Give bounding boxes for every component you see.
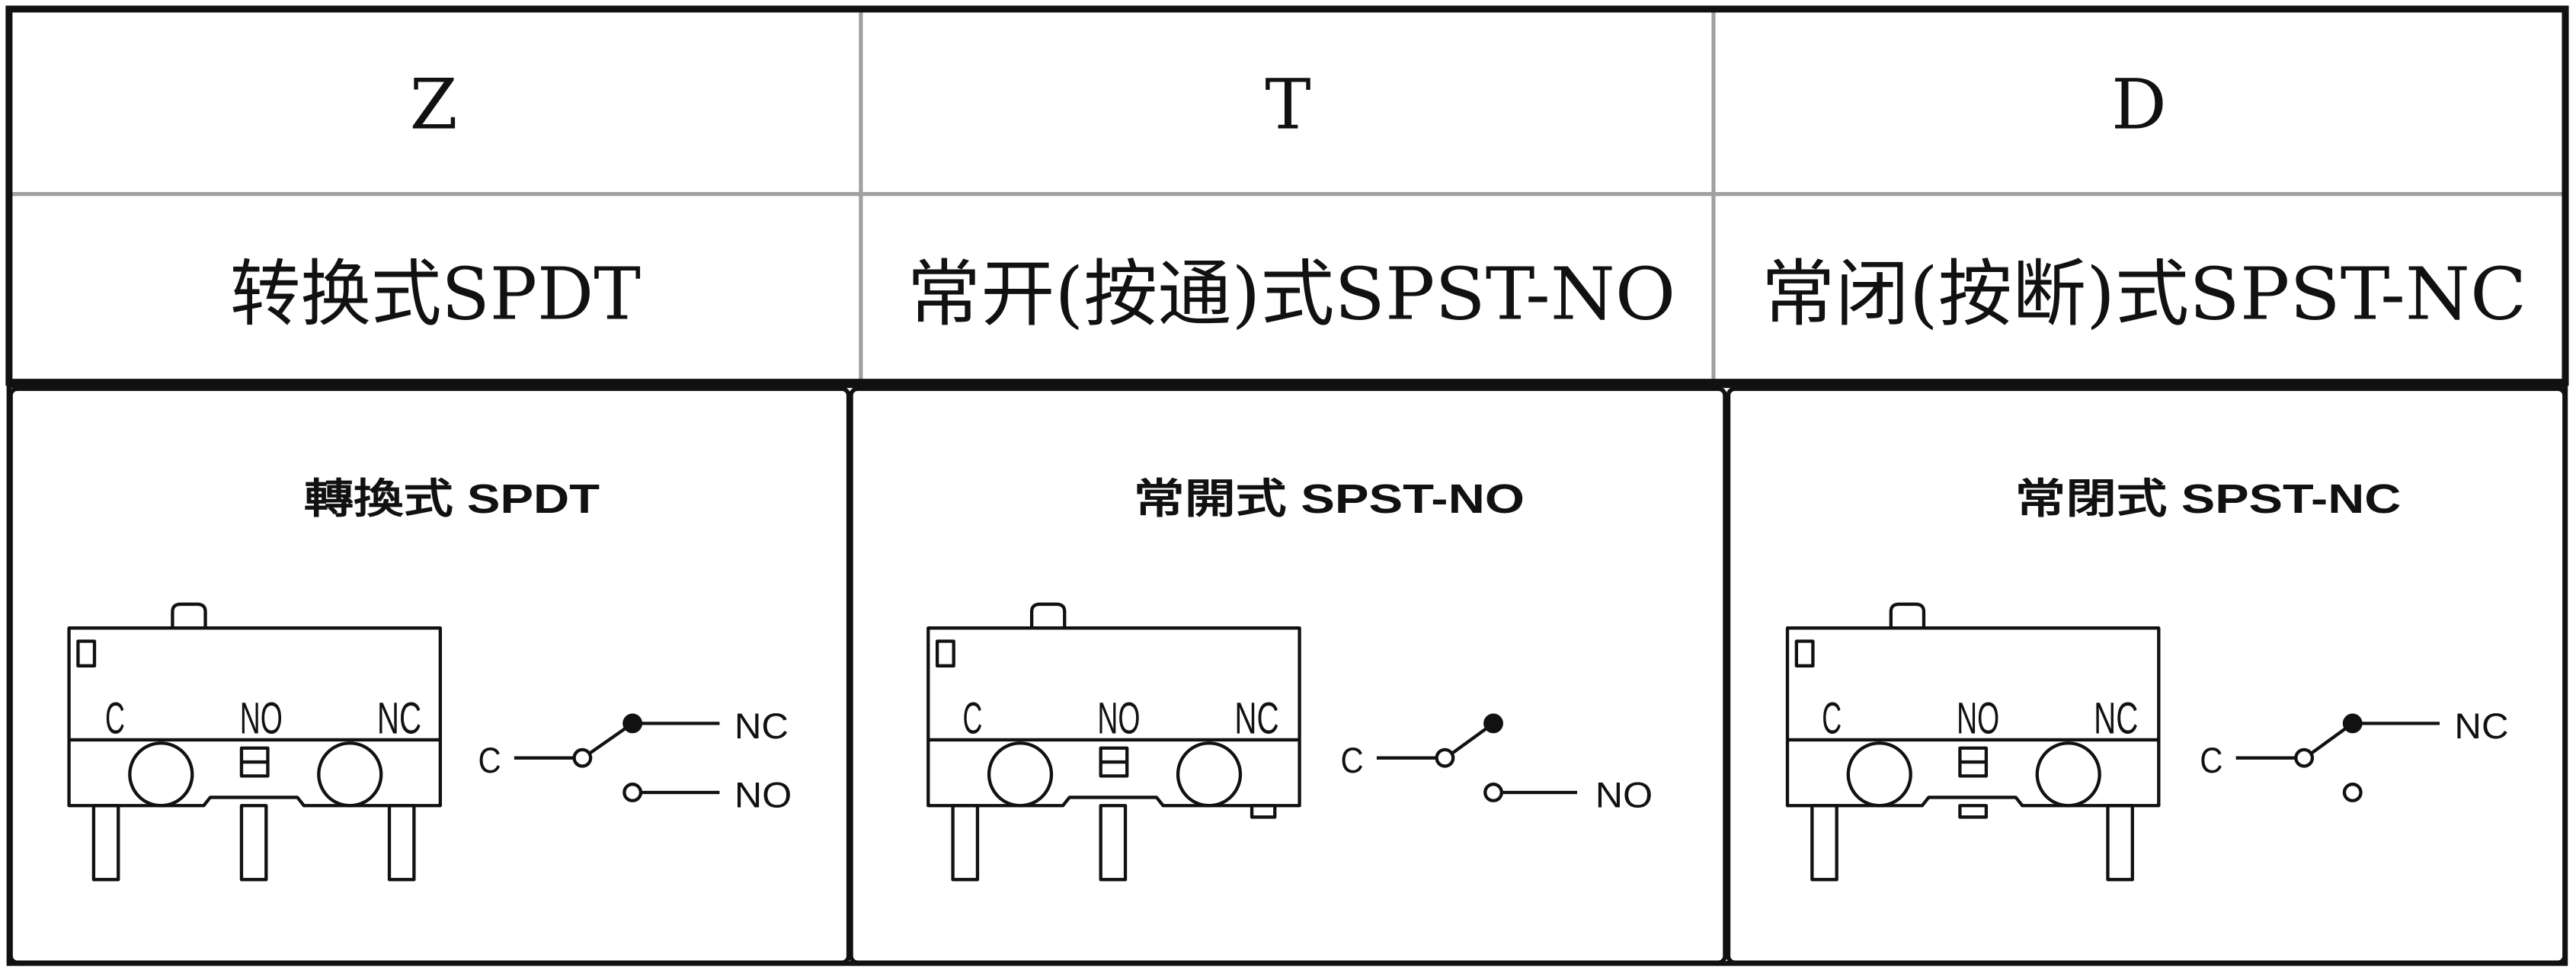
mounting-hole [128, 741, 194, 808]
mounting-hole [1846, 741, 1912, 808]
terminal-nc [2106, 804, 2134, 882]
actuator-button [1889, 602, 1926, 629]
no-contact [622, 783, 643, 802]
pin-label-c: C [1822, 693, 1842, 743]
schematic-symbol: C NC [2200, 706, 2509, 802]
mounting-hole [987, 741, 1054, 808]
pin-label-c: C [105, 693, 125, 743]
mounting-mark [935, 639, 955, 667]
microswitch-drawing: C NO NC [1785, 602, 2161, 882]
pin-label-no: NO [240, 693, 283, 743]
terminal-no [1099, 804, 1128, 882]
table-border [5, 5, 2569, 386]
code-cell-t: T [1265, 65, 1310, 145]
pin-label-no: NO [1957, 693, 1999, 743]
schematic-label-no: NO [1595, 775, 1653, 815]
lever-contact [1483, 713, 1503, 734]
terminal-no [239, 804, 268, 882]
mounting-mark [1794, 639, 1815, 667]
microswitch-drawing: C NO NC [67, 602, 443, 882]
schematic-label-nc: NC [2454, 706, 2508, 747]
schematic-label-c: C [478, 741, 501, 781]
microswitch-drawing: C NO NC [926, 602, 1301, 882]
actuator-button [1029, 602, 1067, 629]
panel-title: 常閉式 SPST-NC [2015, 476, 2402, 522]
mounting-hole [2035, 741, 2101, 808]
pin-label-no: NO [1097, 693, 1140, 743]
mounting-mark [76, 639, 97, 667]
schematic-symbol: C NO [1341, 713, 1653, 815]
schematic-label-no: NO [734, 775, 792, 815]
panel-spst-nc: 常閉式 SPST-NC C NO NC C NC [1726, 386, 2567, 965]
common-contact [1435, 748, 1455, 768]
type-cell-spdt: 转换式SPDT [230, 253, 641, 337]
code-cell-z: Z [410, 65, 458, 145]
terminal-nc [387, 804, 416, 882]
terminal-nc-stub [1250, 804, 1277, 819]
schematic-label-c: C [2200, 741, 2222, 781]
terminal-no-stub [1958, 804, 1989, 819]
actuator-button [171, 602, 207, 629]
pin-label-c: C [963, 693, 983, 743]
terminal-c [951, 804, 980, 882]
pin-label-nc: NC [1234, 693, 1278, 743]
schematic-symbol: C NC NO [478, 706, 792, 816]
lower-section-border [6, 383, 2568, 966]
type-cell-spst-no: 常开(按通)式SPST-NO [907, 253, 1675, 337]
mounting-hole [317, 741, 383, 808]
common-contact [2294, 748, 2315, 768]
no-contact [1483, 783, 1503, 802]
schematic-label-nc: NC [734, 706, 789, 747]
pin-label-nc: NC [2094, 693, 2138, 743]
panel-title: 常開式 SPST-NO [1134, 476, 1525, 522]
no-contact [2342, 783, 2363, 802]
panel-title: 轉換式 SPDT [304, 476, 600, 522]
terminal-c [1810, 804, 1838, 882]
type-table: Z T D 转换式SPDT 常开(按通)式SPST-NO 常闭(按断)式SPST… [5, 5, 2569, 386]
pin-label-nc: NC [377, 693, 421, 743]
mounting-hole [1176, 741, 1243, 808]
type-cell-spst-nc: 常闭(按断)式SPST-NC [1762, 253, 2527, 337]
common-contact [572, 748, 593, 768]
schematic-label-c: C [1341, 741, 1364, 781]
code-cell-d: D [2111, 65, 2167, 145]
terminal-c [91, 804, 120, 882]
